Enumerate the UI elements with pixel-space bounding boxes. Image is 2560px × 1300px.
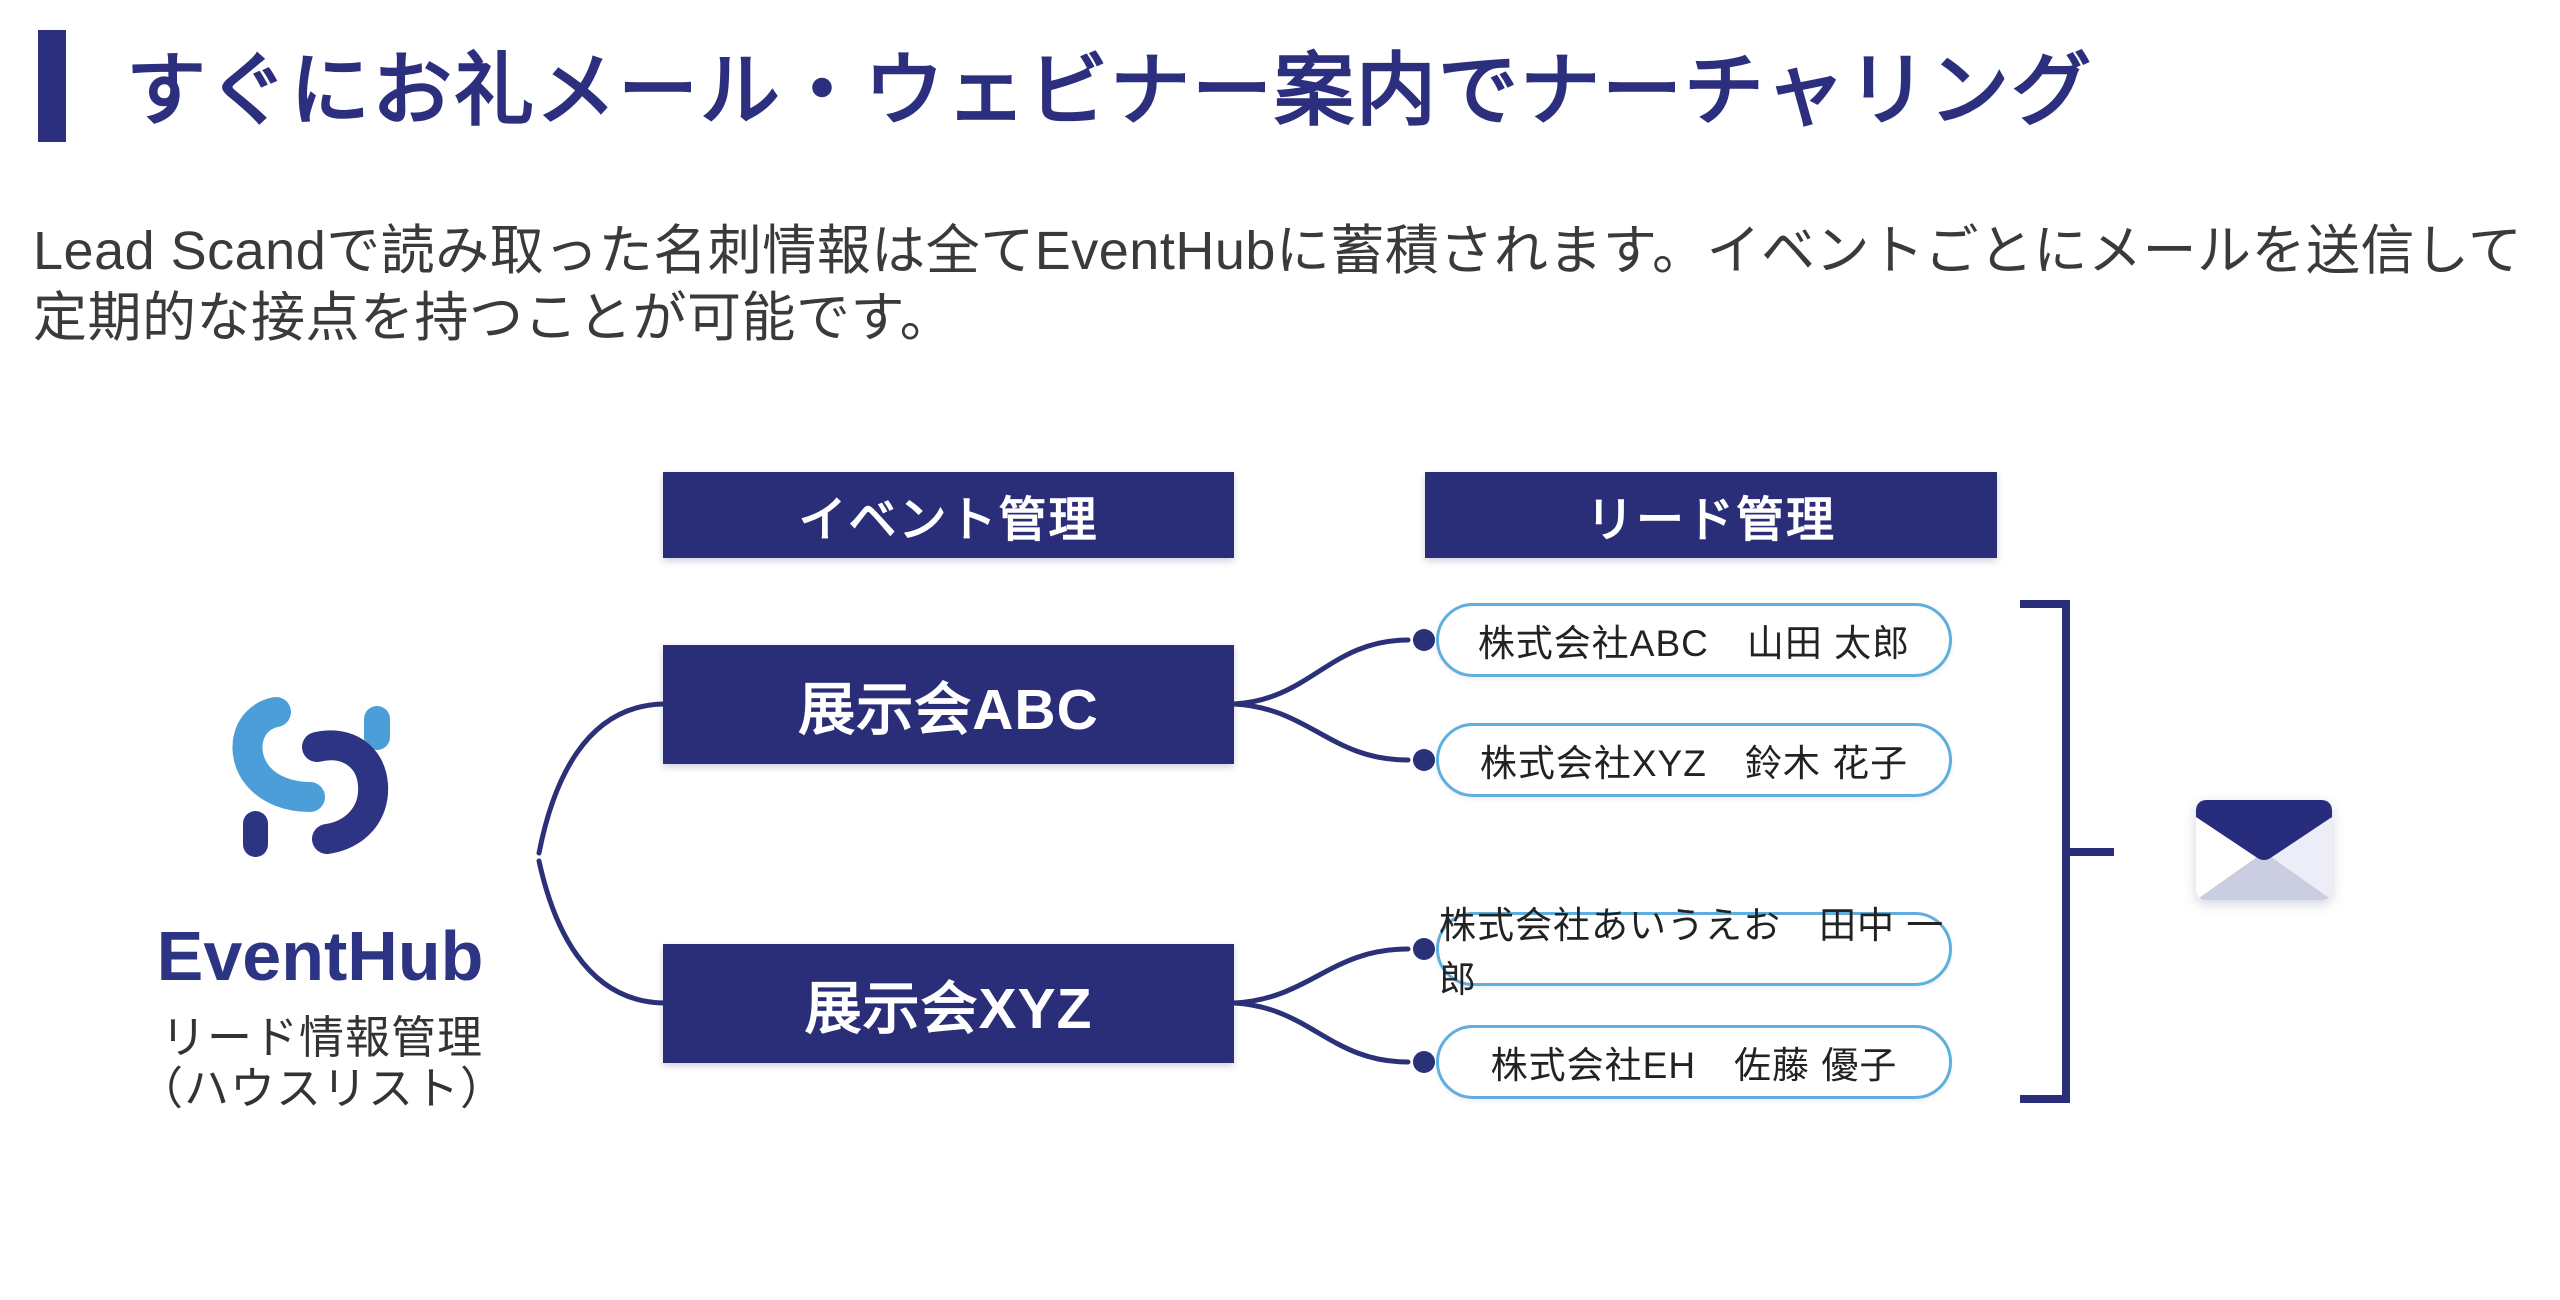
connector-logo-to-xyz: [536, 858, 666, 1006]
column-header-lead-management: リード管理: [1425, 472, 1997, 558]
logo-caption-line2: （ハウスリスト）: [137, 1063, 506, 1115]
column-header-event-management: イベント管理: [663, 472, 1234, 558]
event-box-xyz: 展示会XYZ: [663, 944, 1234, 1063]
eventhub-logo-mark: [232, 697, 390, 857]
lead-dot-4: [1413, 1051, 1435, 1073]
lead-dot-1: [1413, 629, 1435, 651]
connector-xyz-to-lead3: [1231, 946, 1411, 1006]
logo-caption: リード情報管理 （ハウスリスト）: [102, 1012, 542, 1115]
eventhub-wordmark: EventHub: [156, 917, 484, 995]
envelope-icon: [2196, 800, 2332, 900]
intro-paragraph: Lead Scandで読み取った名刺情報は全てEventHubに蓄積されます。イ…: [33, 221, 2523, 348]
lead-pill-2: 株式会社XYZ 鈴木 花子: [1436, 723, 1952, 797]
page-title: すぐにお礼メール・ウェビナー案内でナーチャリング: [126, 46, 2094, 135]
lead-pill-3: 株式会社あいうえお 田中 一郎: [1436, 905, 1952, 1000]
connector-xyz-to-lead4: [1231, 1000, 1411, 1065]
lead-dot-3: [1413, 938, 1435, 960]
lead-pill-1: 株式会社ABC 山田 太郎: [1436, 603, 1952, 677]
lead-pill-4: 株式会社EH 佐藤 優子: [1436, 1025, 1952, 1099]
connector-abc-to-lead2: [1231, 701, 1411, 763]
connector-abc-to-lead1: [1231, 637, 1411, 707]
title-accent-bar: [38, 30, 66, 142]
connector-logo-to-abc: [536, 701, 666, 856]
group-bracket: [2020, 600, 2070, 1103]
event-box-abc: 展示会ABC: [663, 645, 1234, 764]
lead-dot-2: [1413, 749, 1435, 771]
logo-caption-line1: リード情報管理: [160, 1012, 483, 1063]
